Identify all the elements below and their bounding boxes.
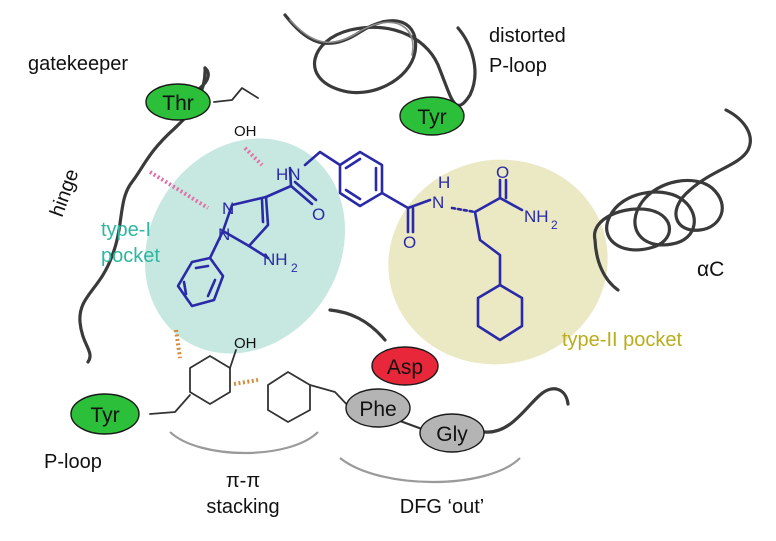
atom-n-ring-2: N: [218, 225, 230, 244]
label-stacking: stacking: [206, 496, 279, 518]
hinge-ribbon: [78, 66, 207, 364]
atom-n-ring-1: N: [222, 199, 234, 218]
label-type-ii-pocket: type-II pocket: [562, 329, 683, 351]
atom-o-amide-1: O: [312, 205, 325, 224]
central-ring-double-3: [344, 188, 362, 201]
atom-nh2-terminal-subscript: 2: [551, 218, 558, 232]
atom-o-terminal: O: [496, 163, 509, 182]
alpha-c-helix-ribbon: [593, 108, 752, 292]
stacking-dash-2: [233, 378, 259, 386]
central-ring-double-1: [344, 157, 362, 170]
residue-tyr-top: Tyr: [399, 96, 465, 136]
ligand-atom-labels: HN N N O NH 2 H N O O NH 2: [218, 163, 558, 275]
residue-tyr-top-ellipse: [399, 96, 465, 136]
label-dfg-out: DFG ‘out’: [400, 496, 484, 518]
tyrosine-ring: [189, 355, 231, 405]
label-pi-pi: π-π: [226, 470, 260, 492]
methylene-link: [303, 150, 342, 167]
protein-backbone: [78, 13, 752, 434]
cyclohexane-ring: [476, 283, 524, 342]
residue-asp-label: Asp: [387, 356, 423, 379]
residue-tyr-bottom: Tyr: [70, 393, 140, 435]
type-ii-pocket-region: [388, 159, 608, 365]
carbonyl-1-double: [293, 180, 318, 202]
residue-asp-ellipse: [371, 346, 439, 386]
label-p-loop-top: P-loop: [489, 55, 547, 77]
tyr-oh-bond: [229, 349, 237, 369]
stacking-dash-1: [174, 329, 182, 359]
residue-phe-label: Phe: [359, 398, 396, 421]
phenyl-double-2: [206, 278, 217, 298]
label-distorted: distorted: [489, 25, 566, 47]
atom-nh2-ring-subscript: 2: [291, 261, 298, 275]
residue-thr-ellipse: [145, 83, 211, 121]
pyrazole-ring: [221, 195, 270, 248]
label-gatekeeper: gatekeeper: [28, 53, 128, 75]
distorted-p-loop-ribbon-highlight: [289, 19, 414, 56]
label-type-i-line-2: pocket: [101, 245, 160, 267]
phenyl-double-1: [194, 264, 210, 270]
thr-side-chain: [213, 87, 259, 103]
dfg-loop-ribbon: [328, 308, 570, 434]
carbonyl-1: [289, 184, 314, 206]
phenylalanine-ring: [267, 371, 311, 423]
label-alpha-c: αC: [697, 258, 724, 281]
atom-nh2-ring: NH: [263, 250, 288, 269]
atom-oh-tyr: OH: [234, 335, 257, 352]
residue-tyr-bottom-label: Tyr: [90, 404, 119, 427]
atom-h-amide-2: H: [438, 173, 450, 192]
residue-gly: Gly: [419, 413, 485, 453]
residue-gly-label: Gly: [436, 423, 468, 446]
ligand-structure: [176, 150, 524, 342]
atom-nh2-terminal: NH: [524, 207, 549, 226]
atom-n-amide-2: N: [432, 193, 444, 212]
residue-phe: Phe: [345, 388, 411, 428]
amine-bond: [247, 244, 270, 260]
atom-oh-thr: OH: [234, 123, 257, 140]
residue-asp: Asp: [371, 346, 439, 386]
residue-thr-label: Thr: [162, 92, 194, 115]
distorted-p-loop-ribbon: [283, 13, 477, 108]
stereo-hash-bond: [450, 206, 477, 214]
residue-phe-ellipse: [345, 388, 411, 428]
phenyl-link: [208, 229, 225, 260]
atom-hn-amide: HN: [276, 165, 301, 184]
tyr-bottom-side-chain: [149, 394, 191, 415]
type-i-pocket-region: [144, 138, 346, 354]
residue-thr: Thr: [145, 83, 211, 121]
dfg-out-bracket: [339, 457, 521, 483]
alkyl-chain: [473, 210, 502, 287]
residue-tyr-top-label: Tyr: [417, 106, 446, 129]
label-hinge: hinge: [46, 166, 83, 220]
label-p-loop-bottom: P-loop: [44, 451, 102, 473]
label-type-i-line-1: type-I: [101, 219, 151, 241]
pyrazole-double-bond: [260, 198, 265, 224]
terminal-amide-n: [498, 196, 524, 212]
atom-o-amide-2: O: [403, 233, 416, 252]
phenyl-double-3: [182, 280, 188, 296]
residue-tyr-bottom-ellipse: [70, 393, 140, 435]
residue-gly-ellipse: [419, 413, 485, 453]
phenyl-ring: [176, 256, 225, 308]
gatekeeper-ribbon: [198, 66, 210, 90]
pi-pi-bracket: [169, 431, 319, 455]
